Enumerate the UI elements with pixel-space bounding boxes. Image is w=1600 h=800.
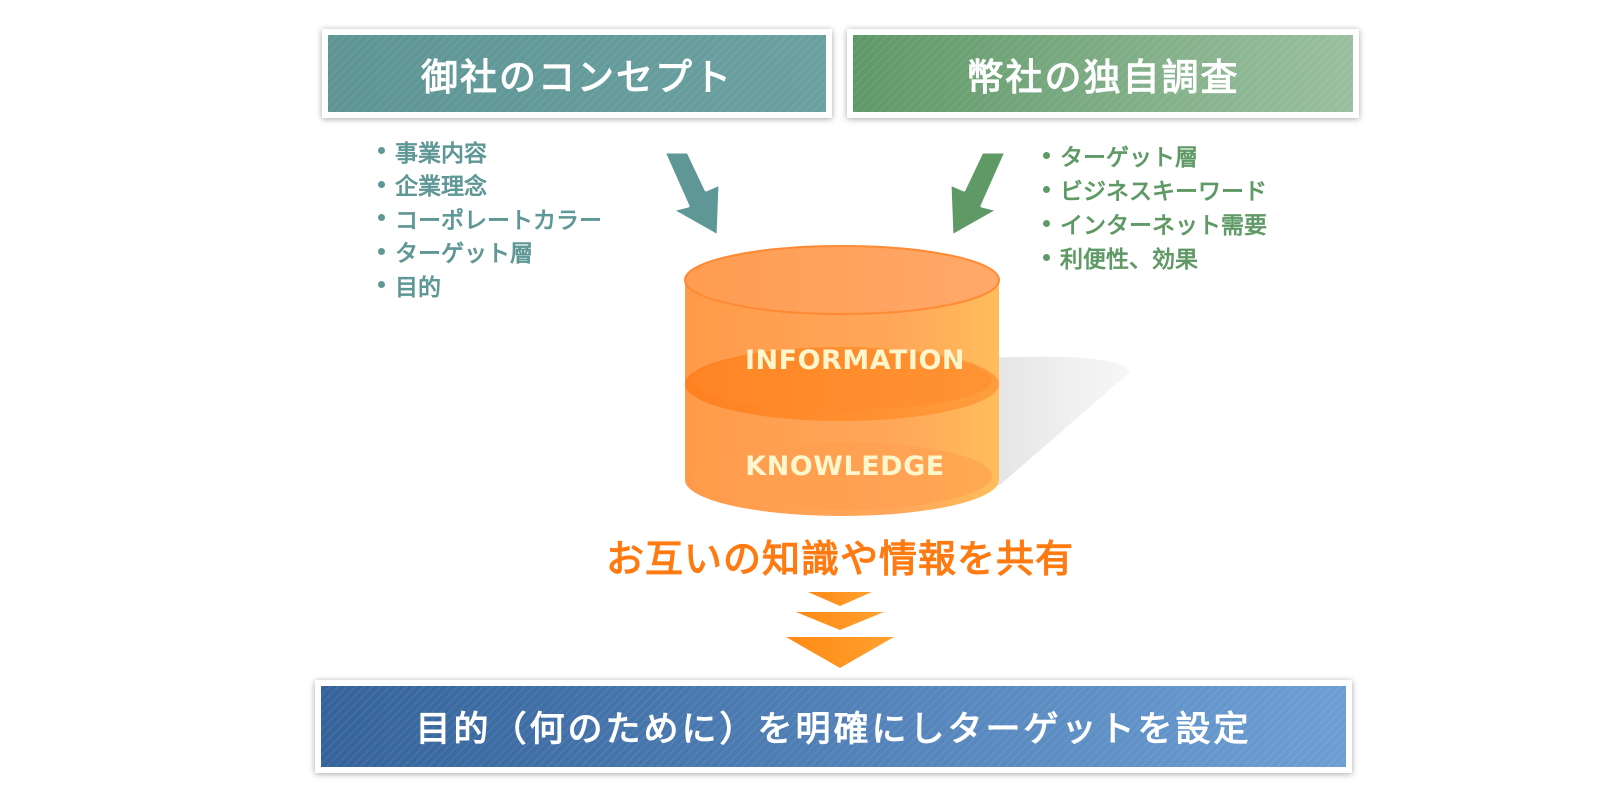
list-item: 目的 (378, 268, 602, 302)
knowledge-label: KNOWLEDGE (745, 451, 945, 482)
list-item: 事業内容 (378, 134, 602, 168)
own-research-list: ターゲット層 ビジネスキーワード インターネット需要 利便性、効果 (1043, 138, 1267, 274)
bullet-icon (1043, 253, 1050, 261)
cylinder-bottom (692, 442, 992, 510)
own-research-title: 幣社の独自調査 (966, 55, 1240, 99)
arrow-down-left-icon (948, 150, 1008, 238)
bullet-icon (1043, 151, 1050, 159)
goal-target-title: 目的（何のために）を明確にしターゲットを設定 (415, 710, 1252, 750)
share-caption: お互いの知識や情報を共有 (605, 537, 1074, 581)
list-item: 企業理念 (378, 168, 602, 202)
list-item: ビジネスキーワード (1043, 172, 1267, 206)
bullet-icon (378, 180, 385, 188)
arrow-down-right-icon (662, 150, 722, 238)
bullet-icon (378, 247, 385, 255)
bullet-icon (378, 147, 385, 155)
goal-target-box: 目的（何のために）を明確にしターゲットを設定 (315, 680, 1352, 773)
bullet-icon (378, 281, 385, 289)
bullet-icon (1043, 219, 1050, 227)
list-item: インターネット需要 (1043, 206, 1267, 240)
cylinder-shadow (990, 356, 1130, 485)
cylinder-top (685, 246, 999, 314)
company-concept-box: 御社のコンセプト (322, 29, 832, 118)
list-item: コーポレートカラー (378, 201, 602, 235)
company-concept-list: 事業内容 企業理念 コーポレートカラー ターゲット層 目的 (378, 134, 602, 302)
company-concept-title: 御社のコンセプト (421, 55, 733, 99)
list-item: ターゲット層 (378, 235, 602, 269)
list-item: ターゲット層 (1043, 138, 1267, 172)
bullet-icon (378, 214, 385, 222)
own-research-box: 幣社の独自調査 (847, 29, 1359, 118)
information-label: INFORMATION (745, 345, 966, 376)
list-item: 利便性、効果 (1043, 240, 1267, 274)
bullet-icon (1043, 185, 1050, 193)
